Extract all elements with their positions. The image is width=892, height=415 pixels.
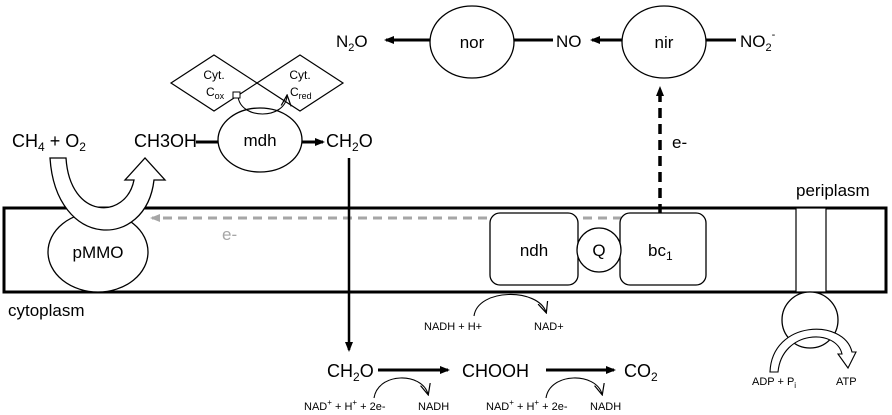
nir-label: nir [655,33,674,52]
adp-pi-label: ADP + Pi [752,376,796,390]
nad-reduction-label-1: NAD+ + H+ + 2e- [304,398,386,413]
nadh-label-2: NADH [590,401,621,413]
nadh-label-1: NADH [418,401,449,413]
cytoplasm-label: cytoplasm [8,301,85,320]
no-species: NO [556,32,582,51]
cytochrome-transfer-curve [237,96,287,115]
quinone [576,227,622,273]
nor-label: nor [460,33,485,52]
cyt-c-red-diamond [255,54,345,112]
nad-reduction-curve-1 [373,377,428,399]
ch4-o2-species: CH4 + O2 [12,131,86,154]
ndh-label: ndh [520,241,548,260]
quinone-label: Q [592,241,605,260]
pmmo-conversion-arrow [49,157,167,231]
electron-label-gray: e- [222,225,237,244]
cyt-c-ox-title: Cyt. [203,68,224,82]
nir-enzyme [621,5,707,79]
membrane [2,206,888,294]
no2-species: NO2- [740,29,776,54]
ch3oh-species: CH3OH [134,131,197,151]
mdh-enzyme [217,107,303,173]
ndh-nadh-h: NADH + H+ [424,321,482,333]
bc1-label: bc1 [648,241,673,263]
co2-species: CO2 [624,361,658,384]
ndh-nad-plus: NAD+ [534,321,564,333]
cyt-c-ox-diamond [169,54,259,112]
atp-label: ATP [836,376,857,388]
cyt-c-red-title: Cyt. [289,68,310,82]
nad-reduction-curve-2 [545,377,602,399]
cyt-c-ox-label: Cox [206,85,225,101]
pmmo-label: pMMO [73,243,124,262]
chooh-species: CHOOH [462,361,529,381]
ndh-nadh-curve [473,293,546,317]
atp-synthesis-arrow [769,328,857,373]
nor-enzyme [429,5,515,79]
mdh-label: mdh [243,131,276,150]
atp-synthase-channel [795,207,827,293]
ch2o-bottom-species: CH2O [327,361,374,384]
periplasm-label: periplasm [796,181,870,200]
cytochrome-transfer-tab [232,91,241,99]
nad-reduction-label-2: NAD+ + H+ + 2e- [486,398,568,413]
electron-label-black: e- [672,133,687,152]
ch2o-top-species: CH2O [326,131,373,154]
n2o-species: N2O [336,32,368,54]
cyt-c-red-label: Cred [290,85,312,101]
